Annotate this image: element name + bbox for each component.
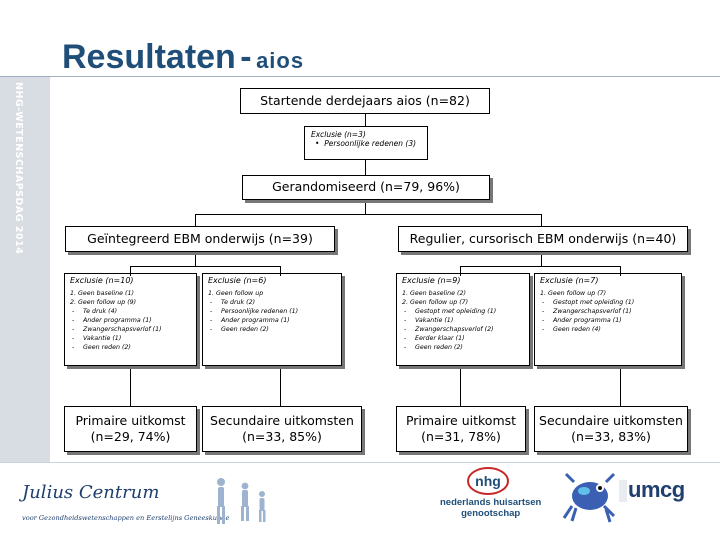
outcome-box-3: Primaire uitkomst (n=31, 78%) <box>396 406 526 452</box>
outcome-4-label: Secundaire uitkomsten <box>539 412 683 428</box>
exclusion-4-head: Exclusie (n=7) <box>540 276 599 285</box>
exclusion-2-num-1: 1. Geen follow up <box>208 289 264 297</box>
title-separator: - <box>240 38 252 76</box>
sidebar-band <box>0 77 50 462</box>
connector-random-down <box>365 200 366 214</box>
arm-regular-box: Regulier, cursorisch EBM onderwijs (n=40… <box>398 226 688 252</box>
connector-right-arm-down <box>541 214 542 226</box>
top-exclusion-head: Exclusie (n=3) <box>311 130 366 139</box>
exclusion-4-item-3: -Ander programma (1) <box>542 316 622 324</box>
connector-left-arm-bottom <box>195 252 196 266</box>
top-exclusion-box: Exclusie (n=3) • Persoonlijke redenen (3… <box>304 126 428 160</box>
exclusion-1-item-1: -Te druk (4) <box>72 307 118 315</box>
randomized-label: Gerandomiseerd (n=79, 96%) <box>272 179 460 195</box>
connector-excl4-outcome4 <box>620 366 621 406</box>
exclusion-3-item-5: -Geen reden (2) <box>404 344 463 352</box>
people-figures-icon <box>217 478 266 524</box>
exclusion-1-num-1: 1. Geen baseline (1) <box>70 289 134 297</box>
connector-excl1-outcome1 <box>130 366 131 406</box>
connector-right-b <box>620 266 621 276</box>
exclusion-4-num-1: 1. Geen follow up (7) <box>540 289 607 297</box>
outcome-1-label: Primaire uitkomst <box>75 412 186 428</box>
page-title: Resultaten - aios <box>62 38 304 77</box>
exclusion-frame-3 <box>396 273 530 366</box>
exclusion-4-item-4: -Geen reden (4) <box>542 326 601 334</box>
julius-centrum-subtitle: voor Gezondheidswetenschappen en Eerstel… <box>22 514 230 522</box>
connector-left-b <box>280 266 281 276</box>
exclusion-1-item-4: -Vakantie (1) <box>72 335 122 343</box>
julius-centrum-logo: Julius Centrum <box>22 482 160 503</box>
connector-left-a <box>130 266 131 276</box>
exclusion-3-item-1: -Gestopt met opleiding (1) <box>404 307 497 315</box>
start-box: Startende derdejaars aios (n=82) <box>240 88 490 114</box>
exclusion-box-4: Exclusie (n=7) 1. Geen follow up (7) -Ge… <box>538 276 673 366</box>
svg-text:nhg: nhg <box>475 473 501 489</box>
outcome-1-n: (n=29, 74%) <box>90 429 171 444</box>
connector-excl2-outcome2 <box>280 366 281 406</box>
connector-right-a <box>460 266 461 276</box>
title-sub: aios <box>256 48 305 73</box>
sidebar-event-label: NHG-WETENSCHAPSDAG 2014 <box>13 82 24 255</box>
connector-right-split <box>460 266 620 267</box>
exclusion-frame-2 <box>202 273 342 366</box>
frog-logo-icon <box>562 472 616 523</box>
exclusion-2-item-3: -Ander programma (1) <box>210 316 290 324</box>
randomized-box: Gerandomiseerd (n=79, 96%) <box>242 175 490 200</box>
outcome-2-n: (n=33, 85%) <box>242 429 322 444</box>
outcome-2-label: Secundaire uitkomsten <box>210 412 354 428</box>
arm-integrated-box: Geïntegreerd EBM onderwijs (n=39) <box>65 226 335 252</box>
arm-regular-label: Regulier, cursorisch EBM onderwijs (n=40… <box>409 230 677 246</box>
outcome-3-label: Primaire uitkomst <box>405 412 517 428</box>
exclusion-1-item-5: -Geen reden (2) <box>72 344 131 352</box>
outcome-3-n: (n=31, 78%) <box>421 429 501 444</box>
exclusion-box-2: Exclusie (n=6) 1. Geen follow up -Te dru… <box>206 276 336 366</box>
exclusion-2-item-4: -Geen reden (2) <box>210 326 269 334</box>
connector-right-arm-bottom <box>541 252 542 266</box>
nhg-logo-icon: nhg <box>467 467 509 495</box>
exclusion-3-item-3: -Zwangerschapsverlof (2) <box>404 326 494 334</box>
outcome-box-2: Secundaire uitkomsten (n=33, 85%) <box>202 406 362 452</box>
exclusion-3-num-1: 1. Geen baseline (2) <box>402 289 466 297</box>
exclusion-3-num-2: 2. Geen follow up (7) <box>402 298 469 306</box>
title-main: Resultaten <box>62 38 236 76</box>
exclusion-3-head: Exclusie (n=9) <box>402 276 461 285</box>
connector-left-arm-down <box>195 214 196 226</box>
exclusion-frame-4 <box>534 273 682 366</box>
title-divider <box>0 76 720 77</box>
exclusion-1-num-2: 2. Geen follow up (9) <box>70 298 137 306</box>
exclusion-4-item-1: -Gestopt met opleiding (1) <box>542 298 635 306</box>
exclusion-frame-1 <box>64 273 197 366</box>
outcome-4-n: (n=33, 83%) <box>571 429 651 444</box>
connector-excl3-outcome3 <box>460 366 461 406</box>
umcg-logo: umcg <box>628 477 685 502</box>
exclusion-1-item-2: -Ander programma (1) <box>72 316 152 324</box>
outcome-box-1: Primaire uitkomst (n=29, 74%) <box>64 406 197 452</box>
footer-divider <box>0 462 720 463</box>
exclusion-box-3: Exclusie (n=9) 1. Geen baseline (2) 2. G… <box>400 276 528 366</box>
exclusion-2-item-1: -Te druk (2) <box>210 298 256 306</box>
nhg-wordmark: nederlands huisartsen genootschap <box>440 497 542 519</box>
top-exclusion-item: • Persoonlijke redenen (3) <box>315 139 417 149</box>
start-label: Startende derdejaars aios (n=82) <box>260 92 470 108</box>
connector-left-split <box>130 266 280 267</box>
exclusion-1-head: Exclusie (n=10) <box>70 276 134 285</box>
exclusion-3-item-4: -Eerder klaar (1) <box>404 335 465 343</box>
exclusion-3-item-2: -Vakantie (1) <box>404 316 454 324</box>
exclusion-4-item-2: -Zwangerschapsverlof (1) <box>542 307 632 315</box>
umcg-mark-icon <box>619 480 627 502</box>
exclusion-1-item-3: -Zwangerschapsverlof (1) <box>72 326 162 334</box>
exclusion-2-head: Exclusie (n=6) <box>208 276 267 285</box>
arm-integrated-label: Geïntegreerd EBM onderwijs (n=39) <box>87 230 313 246</box>
outcome-box-4: Secundaire uitkomsten (n=33, 83%) <box>534 406 688 452</box>
exclusion-box-1: Exclusie (n=10) 1. Geen baseline (1) 2. … <box>68 276 193 366</box>
exclusion-2-item-2: -Persoonlijke redenen (1) <box>210 307 299 315</box>
connector-split-horizontal <box>195 214 541 215</box>
